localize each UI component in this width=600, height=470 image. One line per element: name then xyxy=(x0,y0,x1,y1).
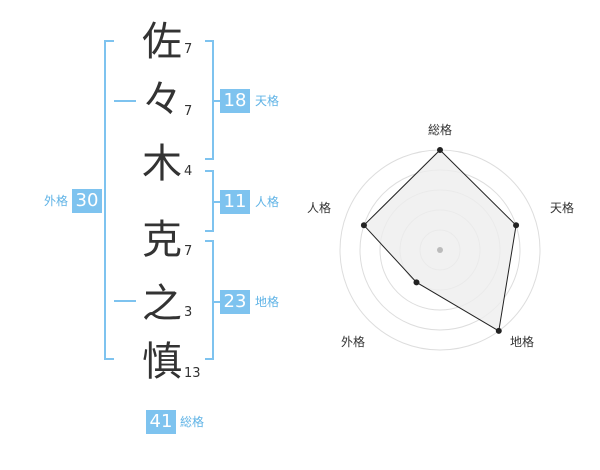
name-char-6: 慎 xyxy=(142,339,182,385)
radar-center-dot xyxy=(437,247,443,253)
name-char-2: 々 xyxy=(142,77,182,123)
chikaku-tick xyxy=(212,301,220,303)
radar-axis-label-tenkaku: 天格 xyxy=(550,201,575,215)
jinkaku-label: 人格 xyxy=(255,195,280,209)
stroke-count-6: 13 xyxy=(184,366,201,381)
radar-axis-label-gaikaku: 外格 xyxy=(341,335,366,349)
soukaku-label: 総格 xyxy=(180,415,205,429)
name-char-1: 佐 xyxy=(142,19,182,65)
stroke-count-5: 3 xyxy=(184,305,193,320)
soukaku-value: 41 xyxy=(146,410,176,434)
radar-point-1 xyxy=(437,147,443,153)
name-char-5: 之 xyxy=(142,281,182,327)
name-char-3: 木 xyxy=(142,141,182,187)
gaikaku-tick-lower xyxy=(114,300,136,302)
gaikaku-value: 30 xyxy=(72,189,102,213)
stroke-count-3: 4 xyxy=(184,164,193,179)
radar-axis-label-jinkaku: 人格 xyxy=(307,201,332,215)
tenkaku-tick xyxy=(212,100,220,102)
tenkaku-label: 天格 xyxy=(255,94,280,108)
radar-series-polygon xyxy=(363,149,517,332)
stroke-count-2: 7 xyxy=(184,104,193,119)
jinkaku-value: 11 xyxy=(220,190,250,214)
jinkaku-tick xyxy=(212,201,220,203)
gaikaku-label: 外格 xyxy=(43,194,68,208)
gaikaku-bracket xyxy=(104,40,114,360)
chikaku-bracket xyxy=(205,240,214,360)
stroke-count-4: 7 xyxy=(184,244,193,259)
name-char-4: 克 xyxy=(142,217,182,263)
radar-axis-label-chikaku: 地格 xyxy=(510,335,535,349)
radar-point-3 xyxy=(495,327,502,334)
radar-point-2 xyxy=(513,222,520,229)
chikaku-value: 23 xyxy=(220,290,250,314)
radar-axis-label-soukaku: 総格 xyxy=(428,123,453,137)
chikaku-label: 地格 xyxy=(255,295,280,309)
tenkaku-value: 18 xyxy=(220,89,250,113)
gaikaku-tick-upper xyxy=(114,100,136,102)
radar-point-5 xyxy=(360,222,367,229)
stroke-count-1: 7 xyxy=(184,42,193,57)
radar-point-4 xyxy=(413,279,420,286)
